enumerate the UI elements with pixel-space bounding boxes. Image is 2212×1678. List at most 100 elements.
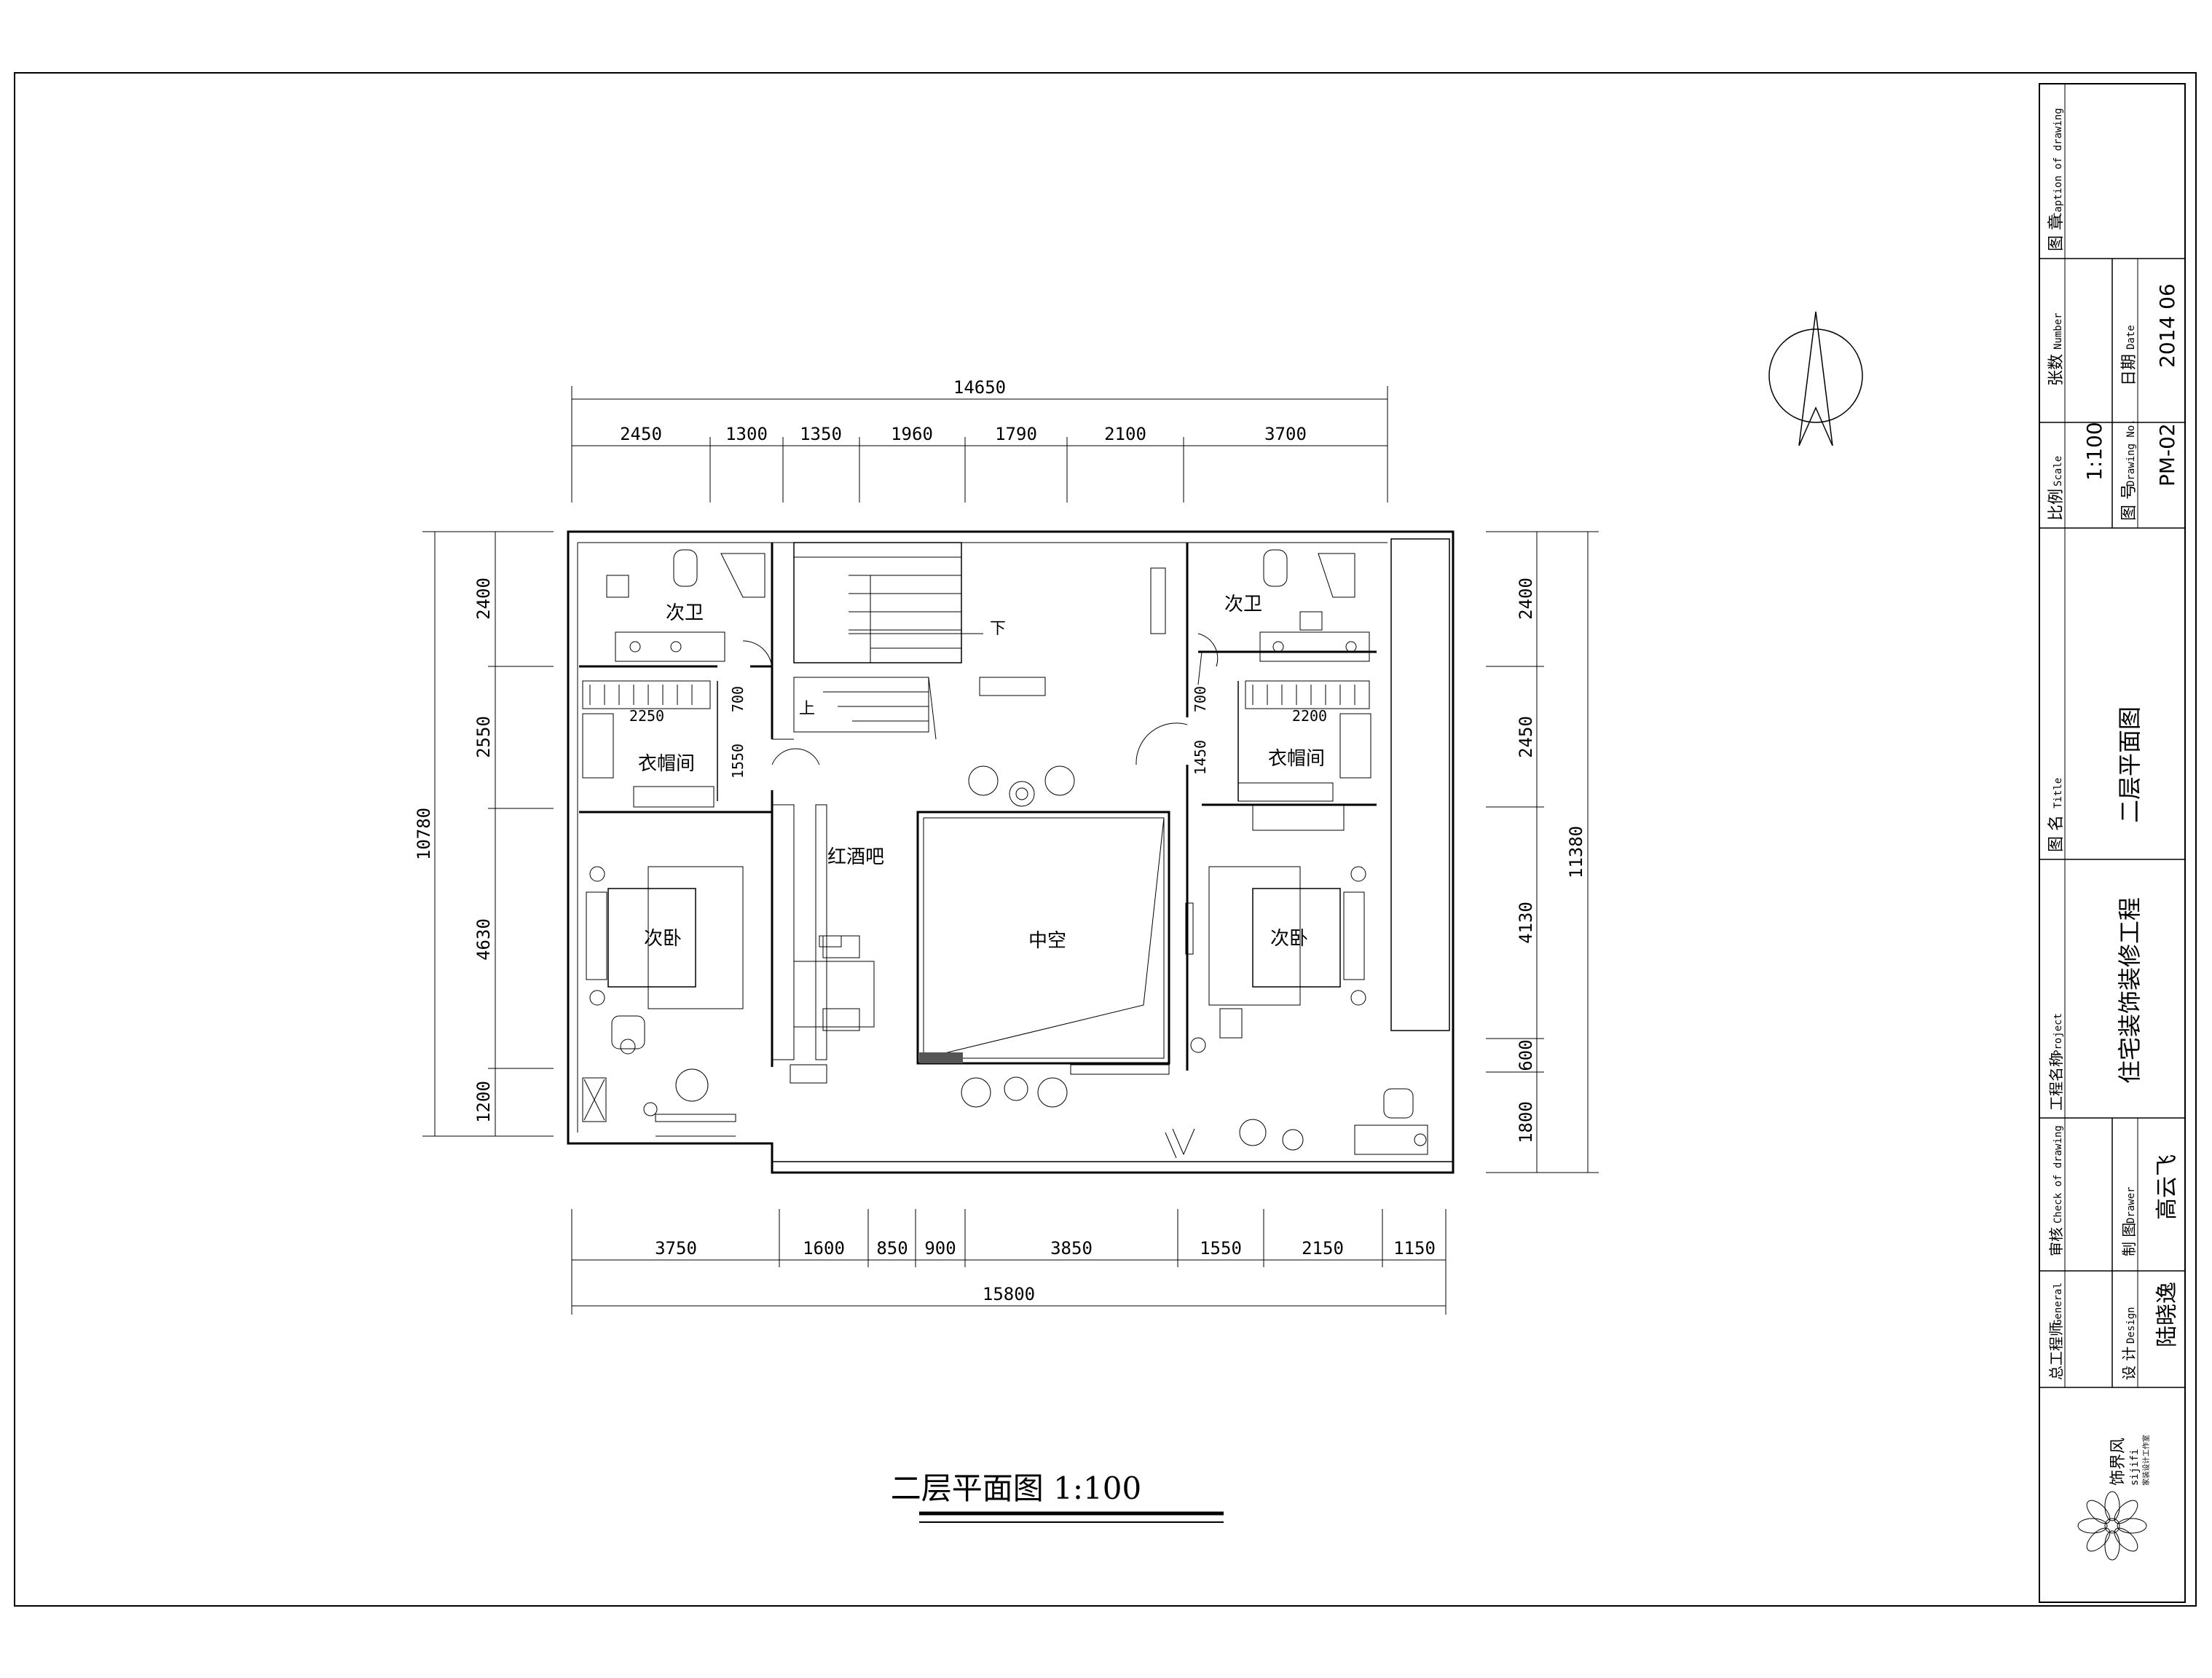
tb-title-label: 图 名 bbox=[2047, 815, 2066, 852]
tb-title-en: Title bbox=[2052, 778, 2064, 808]
tb-drawer-value: 高云飞 bbox=[2154, 1154, 2180, 1220]
tb-date-value: 2014 06 bbox=[2155, 283, 2179, 368]
dim-top-total: 14650 bbox=[953, 377, 1006, 398]
tb-drawing-no-value: PM-02 bbox=[2155, 423, 2179, 487]
logo-sub: 家装设计工作室 bbox=[2141, 1435, 2151, 1486]
tb-drawer-en: Drawer bbox=[2125, 1186, 2137, 1224]
tb-design-label: 设 计 bbox=[2120, 1347, 2138, 1380]
tb-project-label: 工程名称 bbox=[2047, 1052, 2065, 1111]
room-label-bedroom-left: 次卧 bbox=[644, 928, 682, 950]
dim-top: 1300 bbox=[725, 424, 768, 444]
vanity-left bbox=[615, 631, 725, 662]
title-block: 图 章 Caption of drawing 张数 Number 日期 Date… bbox=[2039, 84, 2185, 1561]
title-block-frame bbox=[2039, 83, 2186, 1603]
tb-check-en: Check of drawing bbox=[2052, 1125, 2064, 1224]
tb-drawer-label: 制 图 bbox=[2120, 1223, 2138, 1256]
dim-bottom: 1150 bbox=[1393, 1238, 1436, 1258]
tb-date-en: Date bbox=[2125, 325, 2137, 350]
room-label-closet-right: 衣帽间 bbox=[1268, 748, 1325, 770]
tb-number-label: 张数 bbox=[2047, 354, 2066, 386]
dim-left-total: 10780 bbox=[414, 808, 434, 860]
staircase bbox=[793, 542, 1046, 740]
dim-top: 2100 bbox=[1104, 424, 1146, 444]
tb-drawing-no-label: 图 号 bbox=[2120, 484, 2138, 521]
dim-bottom: 3850 bbox=[1050, 1238, 1093, 1258]
dimension-texts: 14650 2450 1300 1350 1960 1790 2100 3700… bbox=[414, 377, 1586, 1304]
lounge-chair-icon bbox=[961, 1077, 991, 1108]
toilet-left-icon bbox=[673, 549, 698, 587]
toilet-right-icon bbox=[1263, 549, 1288, 587]
tb-title-value: 二层平面图 bbox=[2116, 706, 2144, 823]
dim-top: 1960 bbox=[891, 424, 933, 444]
balcony-right bbox=[1390, 538, 1450, 1031]
floor-plan bbox=[567, 530, 1455, 1174]
dim-right: 2400 bbox=[1516, 578, 1536, 620]
stair-down-label: 下 bbox=[990, 620, 1006, 638]
wardrobe-left-side bbox=[582, 713, 614, 779]
dim-inner: 2250 bbox=[629, 707, 664, 725]
dim-bottom: 1550 bbox=[1200, 1238, 1242, 1258]
dim-top: 1350 bbox=[800, 424, 842, 444]
dim-right: 2450 bbox=[1516, 716, 1536, 758]
bed-left-icon bbox=[607, 888, 696, 988]
north-arrow-icon bbox=[1768, 311, 1863, 446]
dim-right: 600 bbox=[1516, 1039, 1536, 1071]
dim-inner: 700 bbox=[729, 686, 747, 712]
dim-left: 1200 bbox=[473, 1081, 494, 1123]
tb-design-en: Design bbox=[2125, 1307, 2137, 1344]
room-label-wine-bar: 红酒吧 bbox=[827, 846, 884, 868]
logo-name: 饰界风 bbox=[2109, 1438, 2128, 1486]
dim-right: 4130 bbox=[1516, 902, 1536, 944]
wardrobe-right-top bbox=[1245, 680, 1370, 709]
drawing-caption: 二层平面图 1:100 bbox=[891, 1470, 1141, 1506]
dim-bottom: 2150 bbox=[1302, 1238, 1344, 1258]
tb-chief-label: 总工程师 bbox=[2047, 1322, 2065, 1380]
dim-right-total: 11380 bbox=[1566, 826, 1586, 878]
wardrobe-left-top bbox=[582, 680, 711, 709]
room-label-bedroom-right: 次卧 bbox=[1270, 928, 1308, 950]
bar-table bbox=[793, 961, 875, 1028]
dim-inner: 2200 bbox=[1292, 707, 1327, 725]
dim-inner: 1550 bbox=[729, 744, 747, 779]
tb-scale-label: 比例 bbox=[2047, 489, 2066, 521]
tb-scale-value: 1:100 bbox=[2082, 422, 2106, 481]
tb-caption-label: 图 章 bbox=[2047, 214, 2066, 251]
dimension-lines bbox=[422, 386, 1599, 1315]
dim-left: 2550 bbox=[473, 716, 494, 758]
tb-design-value: 陆晓逸 bbox=[2154, 1282, 2180, 1347]
flower-logo-icon bbox=[2077, 1491, 2147, 1561]
void-area bbox=[916, 811, 1170, 1065]
tb-drawing-no-en: Drawing No. bbox=[2125, 419, 2137, 487]
wardrobe-right-side bbox=[1339, 713, 1371, 779]
room-label-bath-right: 次卫 bbox=[1224, 594, 1262, 615]
dim-inner: 700 bbox=[1192, 686, 1209, 712]
tb-scale-en: Scale bbox=[2052, 456, 2064, 487]
dim-left: 4630 bbox=[473, 918, 494, 961]
dim-right: 1800 bbox=[1516, 1101, 1536, 1143]
room-label-void: 中空 bbox=[1028, 930, 1066, 952]
dim-bottom: 3750 bbox=[655, 1238, 697, 1258]
lounge-chair-left-icon bbox=[675, 1068, 709, 1102]
tb-chief-en: General bbox=[2052, 1283, 2064, 1326]
logo-pinyin: sijifi bbox=[2129, 1449, 2141, 1486]
room-labels: 次卫 次卫 衣帽间 衣帽间 次卧 次卧 红酒吧 中空 上 下 bbox=[638, 594, 1325, 952]
dim-top: 1790 bbox=[995, 424, 1037, 444]
dim-top: 2450 bbox=[620, 424, 662, 444]
dim-bottom: 850 bbox=[876, 1238, 908, 1258]
sheet-border bbox=[14, 72, 2197, 1607]
room-label-bath-left: 次卫 bbox=[666, 602, 704, 624]
tb-check-label: 审核 bbox=[2047, 1227, 2065, 1256]
dim-bottom: 900 bbox=[924, 1238, 956, 1258]
tb-project-value: 住宅装饰装修工程 bbox=[2116, 897, 2144, 1084]
room-label-closet-left: 衣帽间 bbox=[638, 753, 695, 775]
vanity-right bbox=[1259, 631, 1370, 662]
dim-top: 3700 bbox=[1264, 424, 1307, 444]
stair-up-label: 上 bbox=[799, 700, 815, 718]
exterior-wall bbox=[567, 530, 1455, 1174]
bed-right-icon bbox=[1252, 888, 1341, 988]
dim-bottom-total: 15800 bbox=[983, 1284, 1035, 1304]
dim-bottom: 1600 bbox=[803, 1238, 845, 1258]
tb-caption-en: Caption of drawing bbox=[2052, 108, 2064, 218]
dim-inner: 1450 bbox=[1192, 740, 1209, 775]
